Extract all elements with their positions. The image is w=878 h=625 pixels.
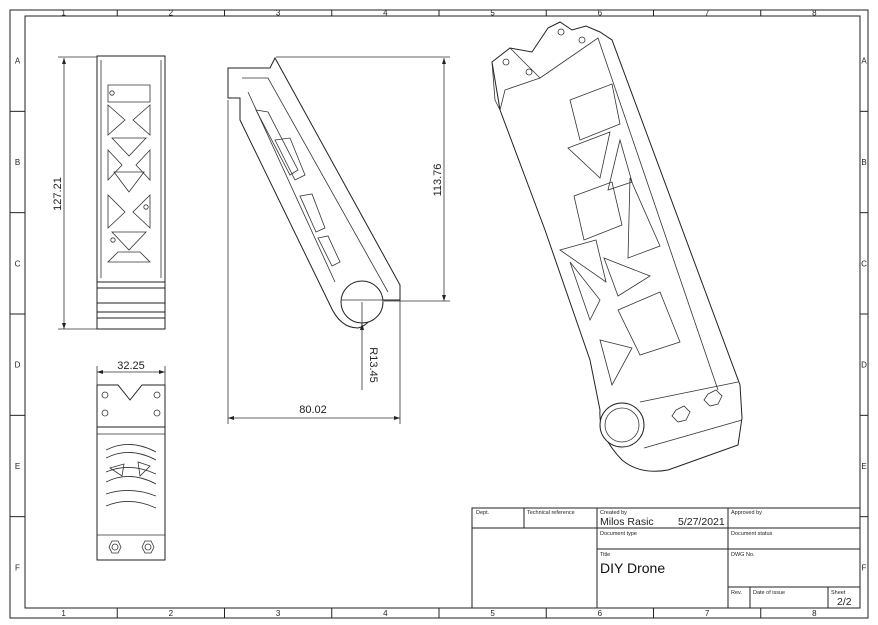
isometric-view (491, 21, 743, 472)
dim-side-height: 113.76 (432, 164, 444, 197)
top-view (96, 366, 166, 561)
created-by-value: Milos Rasic (600, 516, 654, 528)
dim-top-width: 32.25 (117, 360, 145, 372)
zone-row-label-left: F (15, 563, 20, 572)
zone-row-label-right: F (862, 563, 867, 572)
zone-col-label-bottom: 6 (598, 609, 603, 618)
zone-row-label-left: E (15, 462, 20, 471)
title-value: DIY Drone (600, 560, 665, 576)
zone-ticks (10, 10, 868, 618)
title-label: Title (600, 552, 610, 558)
zone-row-label-left: B (15, 158, 20, 167)
zone-col-label-bottom: 3 (276, 609, 281, 618)
created-by-label: Created by (600, 510, 627, 516)
zone-col-label-bottom: 7 (705, 609, 710, 618)
zone-row-label-right: D (861, 361, 867, 370)
doc-status-label: Document status (731, 531, 773, 537)
dim-clamp-radius: R13.45 (367, 347, 379, 382)
zone-col-label-top: 5 (490, 9, 495, 18)
zone-col-label-top: 6 (598, 9, 603, 18)
date-of-issue-label: Date of issue (753, 590, 785, 596)
rev-label: Rev. (731, 590, 742, 596)
approved-by-label: Approved by (731, 510, 762, 516)
zone-col-label-bottom: 2 (169, 609, 174, 618)
zone-col-label-bottom: 4 (383, 609, 388, 618)
dept-label: Dept. (476, 510, 490, 516)
zone-row-label-left: C (15, 259, 21, 268)
sheet-value: 2/2 (837, 596, 852, 608)
zone-row-label-right: A (861, 57, 867, 66)
zone-row-label-right: B (861, 158, 866, 167)
dim-front-height: 127.21 (52, 177, 64, 211)
front-view (58, 55, 166, 330)
title-block (471, 507, 861, 609)
sheet-label: Sheet (831, 590, 846, 596)
zone-col-label-top: 1 (61, 9, 66, 18)
zone-row-label-left: D (15, 361, 21, 370)
side-view (227, 56, 450, 424)
date-value: 5/27/2021 (678, 516, 725, 528)
zone-col-label-bottom: 5 (490, 609, 495, 618)
zone-col-label-bottom: 8 (812, 609, 817, 618)
zone-row-label-left: A (15, 57, 21, 66)
zone-col-label-top: 8 (812, 9, 817, 18)
tech-ref-label: Technical reference (527, 510, 575, 516)
zone-col-label-bottom: 1 (61, 609, 66, 618)
zone-row-label-right: C (861, 259, 867, 268)
inner-border (24, 15, 861, 609)
dim-side-length: 80.02 (299, 404, 327, 416)
zone-col-label-top: 3 (276, 9, 281, 18)
zone-col-label-top: 2 (169, 9, 174, 18)
zone-col-label-top: 7 (705, 9, 710, 18)
doc-type-label: Document type (600, 531, 637, 537)
dwg-no-label: DWG No. (731, 552, 755, 558)
zone-row-label-right: E (861, 462, 866, 471)
zone-col-label-top: 4 (383, 9, 388, 18)
